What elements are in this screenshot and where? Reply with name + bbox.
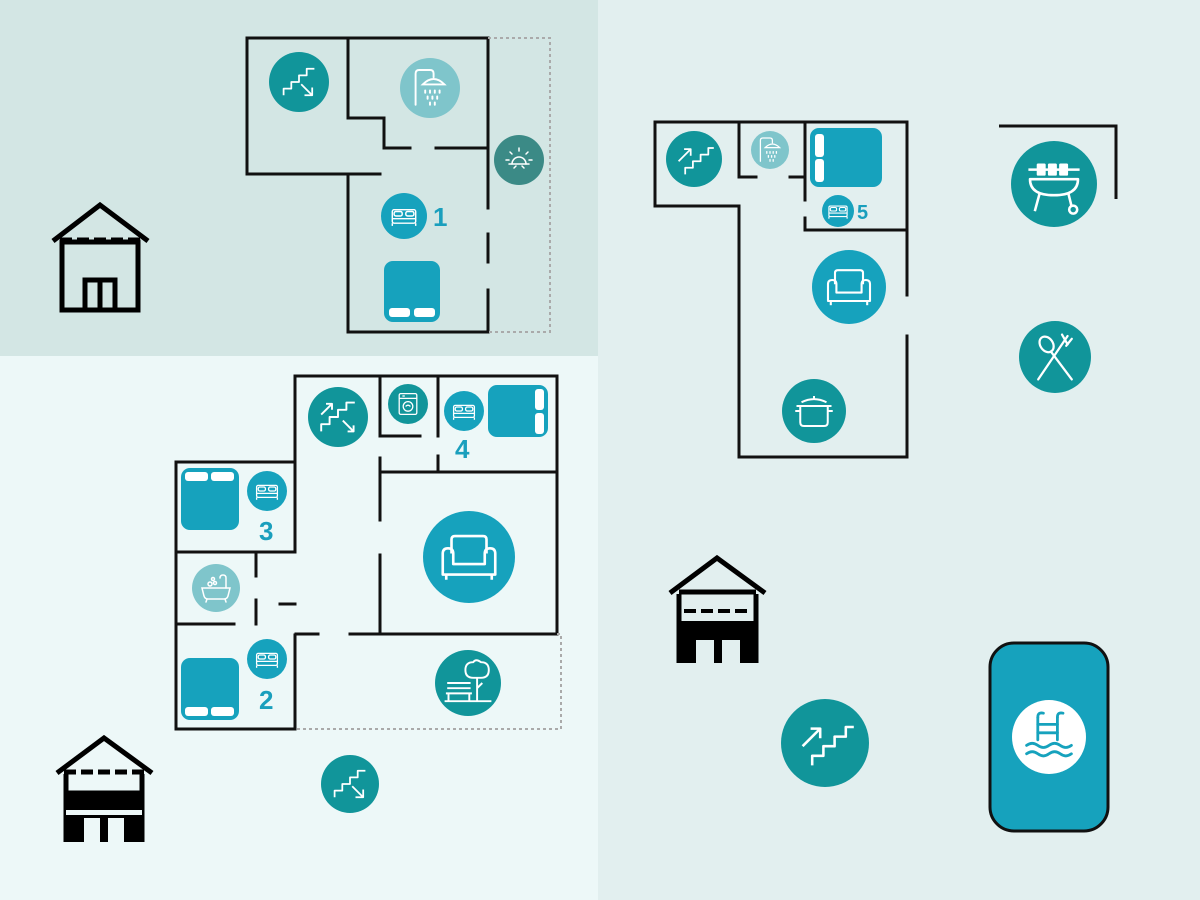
garden-bench-icon[interactable] (435, 650, 501, 716)
double-bed-furniture-icon[interactable] (384, 261, 440, 322)
double-bed-icon[interactable] (822, 195, 854, 227)
dotted-garden-outline (297, 633, 562, 730)
house-two-storey-upper-floor-icon (51, 201, 150, 313)
floor-plan-right: 5 (653, 120, 1118, 833)
stairs-up-icon[interactable] (666, 131, 722, 187)
double-bed-icon[interactable] (247, 471, 287, 511)
patio-corner-walls (999, 124, 1118, 199)
armchair-icon[interactable] (423, 511, 515, 603)
barbecue-grill-icon[interactable] (1011, 141, 1097, 227)
washing-machine-icon[interactable] (388, 384, 428, 424)
room-label-2: 2 (259, 685, 273, 715)
room-label-4: 4 (455, 434, 470, 464)
floor-plan-lower-left: 4 3 2 (55, 374, 562, 842)
double-bed-furniture-icon[interactable] (181, 468, 239, 530)
stairs-icon[interactable] (308, 387, 368, 447)
dotted-terrace-outline (488, 37, 551, 333)
room-label-5: 5 (857, 202, 868, 224)
room-label-1: 1 (433, 202, 447, 232)
swimming-pool-icon[interactable] (988, 641, 1110, 833)
stairs-up-icon[interactable] (781, 699, 869, 787)
double-bed-furniture-icon[interactable] (488, 385, 548, 437)
stairs-down-icon[interactable] (321, 755, 379, 813)
walls (245, 36, 490, 334)
armchair-icon[interactable] (812, 250, 886, 324)
bathtub-icon[interactable] (192, 564, 240, 612)
double-bed-icon[interactable] (247, 639, 287, 679)
house-two-storey-ground-floor-icon (55, 734, 154, 842)
stairs-down-icon[interactable] (269, 52, 329, 112)
dining-cutlery-icon[interactable] (1019, 321, 1091, 393)
sun-terrace-icon[interactable] (494, 135, 544, 185)
walls (653, 120, 909, 459)
double-bed-furniture-icon[interactable] (810, 128, 882, 187)
cooking-pot-icon[interactable] (782, 379, 846, 443)
double-bed-furniture-icon[interactable] (181, 658, 239, 720)
house-ground-floor-icon (668, 554, 767, 663)
double-bed-icon[interactable] (444, 391, 484, 431)
shower-icon[interactable] (400, 58, 460, 118)
floor-plan-upper-left: 1 (51, 36, 551, 334)
room-label-3: 3 (259, 516, 273, 546)
double-bed-icon[interactable] (381, 193, 427, 239)
shower-icon[interactable] (751, 131, 789, 169)
walls (174, 374, 559, 731)
